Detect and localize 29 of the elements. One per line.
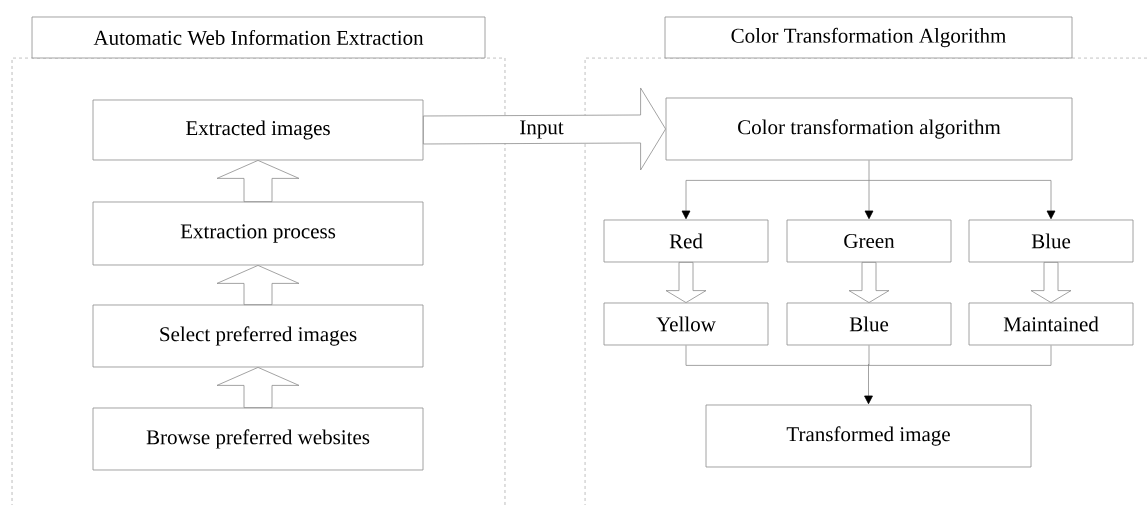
edge-label: Input [518,119,565,140]
arrow [681,180,870,220]
process-box: Maintained [968,302,1134,346]
panel-heading: Color Transformation Algorithm [664,16,1073,59]
process-box: Blue [968,219,1134,263]
arrow [868,180,1056,220]
process-box: Extraction process [92,201,424,266]
process-box: Green [786,219,952,263]
process-box: Color transformation algorithm [665,97,1073,161]
block-arrow [216,265,300,305]
block-arrow [665,262,707,303]
process-box: Blue [786,302,952,346]
connector-line [868,160,870,181]
arrow [864,364,873,405]
block-arrow [216,160,300,202]
block-arrow [1030,262,1072,303]
connector-line [868,345,1052,366]
process-box: Select preferred images [92,304,424,368]
block-arrow [848,262,890,303]
connector-line [685,345,869,366]
process-box: Yellow [603,302,769,346]
panel-heading: Automatic Web Information Extraction [31,16,486,59]
process-box: Red [603,219,769,263]
connector-line [868,345,870,366]
arrow [864,180,874,220]
process-box: Browse preferred websites [92,407,424,471]
block-arrow [216,367,300,408]
process-box: Transformed image [705,404,1032,468]
process-box: Extracted images [92,99,424,161]
